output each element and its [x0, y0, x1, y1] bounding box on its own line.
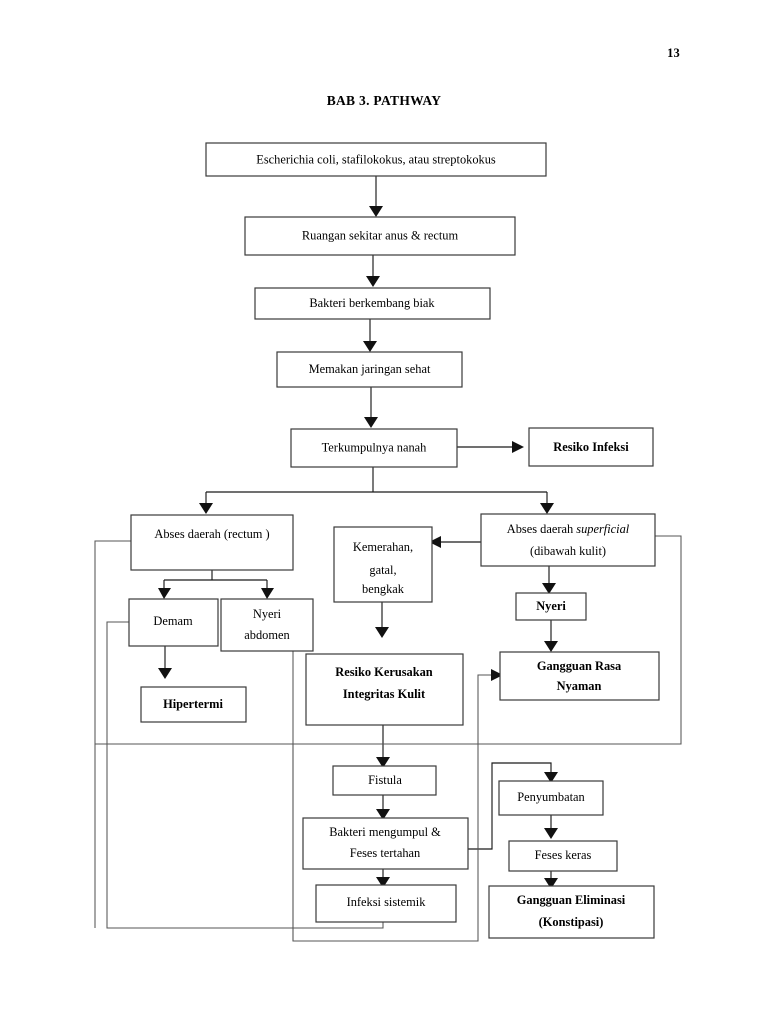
- node-label-line2: Feses tertahan: [350, 846, 421, 860]
- node-gangguan-eliminasi-konstipasi[interactable]: Gangguan Eliminasi (Konstipasi): [488, 885, 655, 939]
- edge-n20-n10-feedback: [106, 621, 384, 929]
- arrowhead-n2-n3: [366, 276, 380, 287]
- node-label-line1: Gangguan Eliminasi: [517, 893, 626, 907]
- node-label-line1: Resiko Kerusakan: [335, 665, 433, 679]
- arrowhead-n19-n21: [544, 878, 558, 889]
- node-label-line2: (Konstipasi): [539, 915, 604, 929]
- routing-frame-bottom: [94, 744, 294, 941]
- arrowhead-n18-n17: [544, 772, 558, 783]
- node-label-line1: Abses daerah superficial: [507, 522, 630, 536]
- node-label: Memakan jaringan sehat: [309, 362, 431, 376]
- arrowhead-n8-n12: [542, 583, 556, 594]
- node-label: Penyumbatan: [517, 790, 584, 804]
- node-resiko-kerusakan-integritas-kulit[interactable]: Resiko Kerusakan Integritas Kulit: [305, 653, 464, 726]
- node-abses-daerah-rectum[interactable]: Abses daerah (rectum ): [130, 514, 294, 571]
- node-label-italic: superficial: [576, 522, 630, 536]
- arrowhead-n5-n8: [540, 503, 554, 514]
- edge-n7-split: [163, 570, 268, 589]
- node-label: Escherichia coli, stafilokokus, atau str…: [256, 152, 496, 166]
- arrowhead-n7-n11: [261, 588, 274, 599]
- node-resiko-infeksi[interactable]: Resiko Infeksi: [528, 427, 654, 467]
- node-layer: Escherichia coli, stafilokokus, atau str…: [128, 142, 660, 939]
- node-feses-keras[interactable]: Feses keras: [508, 840, 618, 872]
- arrowhead-n1-n2: [369, 206, 383, 217]
- edge-n18-n17: [468, 762, 552, 850]
- node-label-line2: (dibawah kulit): [530, 544, 606, 558]
- arrowhead-n4-n5: [364, 417, 378, 428]
- node-terkumpulnya-nanah[interactable]: Terkumpulnya nanah: [290, 428, 458, 468]
- arrowhead-n18-n20: [376, 877, 390, 888]
- node-label: Demam: [153, 614, 193, 628]
- node-label-line2: abdomen: [244, 628, 289, 642]
- arrowhead-n10-n13: [158, 668, 172, 679]
- arrowhead-n16-n18: [376, 809, 390, 820]
- connector-layer: [94, 176, 682, 942]
- arrowhead-n5-n6: [512, 441, 524, 453]
- arrowhead-n5-n7: [199, 503, 213, 514]
- node-label-prefix: Abses daerah: [507, 522, 577, 536]
- node-penyumbatan[interactable]: Penyumbatan: [498, 780, 604, 816]
- node-bakteri-mengumpul-feses-tertahan[interactable]: Bakteri mengumpul & Feses tertahan: [302, 817, 469, 870]
- node-ruangan-sekitar-anus[interactable]: Ruangan sekitar anus & rectum: [244, 216, 516, 256]
- node-abses-daerah-superficial[interactable]: Abses daerah superficial (dibawah kulit): [480, 513, 656, 567]
- node-gangguan-rasa-nyaman[interactable]: Gangguan Rasa Nyaman: [499, 651, 660, 701]
- node-label: Fistula: [368, 773, 402, 787]
- node-label: Nyeri: [536, 599, 566, 613]
- node-label: Terkumpulnya nanah: [322, 440, 428, 454]
- edge-n5-split: [205, 467, 548, 504]
- arrowhead-n7-n10: [158, 588, 171, 599]
- node-label: Infeksi sistemik: [347, 895, 427, 909]
- node-label-line1: Kemerahan,: [353, 540, 413, 554]
- node-fistula[interactable]: Fistula: [332, 765, 437, 796]
- arrowhead-n9-n14: [375, 627, 389, 638]
- node-label-line2: gatal,: [369, 563, 396, 577]
- node-label: Resiko Infeksi: [553, 440, 629, 454]
- node-label-line2: Nyaman: [557, 679, 602, 693]
- arrowhead-n11-n15: [491, 669, 503, 681]
- node-label: Hipertermi: [163, 697, 223, 711]
- node-nyeri[interactable]: Nyeri: [515, 592, 587, 621]
- node-label-line1: Bakteri mengumpul &: [329, 825, 441, 839]
- page-title: BAB 3. PATHWAY: [326, 93, 442, 108]
- node-label: Feses keras: [535, 848, 592, 862]
- node-label-line3: bengkak: [362, 582, 405, 596]
- node-nyeri-abdomen[interactable]: Nyeri abdomen: [220, 598, 314, 652]
- node-label-line1: Gangguan Rasa: [537, 659, 621, 673]
- node-label-line1: Nyeri: [253, 607, 282, 621]
- arrowhead-n17-n19: [544, 828, 558, 839]
- node-memakan-jaringan-sehat[interactable]: Memakan jaringan sehat: [276, 351, 463, 388]
- arrowhead-n8-n9: [429, 536, 441, 548]
- node-label: Abses daerah (rectum ): [154, 527, 269, 541]
- arrowhead-n3-n4: [363, 341, 377, 352]
- page-number: 13: [667, 46, 680, 60]
- arrowhead-n12-n15: [544, 641, 558, 652]
- node-infeksi-sistemik[interactable]: Infeksi sistemik: [315, 884, 457, 923]
- node-label-line2: Integritas Kulit: [343, 687, 426, 701]
- node-demam[interactable]: Demam: [128, 598, 219, 647]
- node-hipertermi[interactable]: Hipertermi: [140, 686, 247, 723]
- node-label: Bakteri berkembang biak: [309, 296, 435, 310]
- node-escherichia-coli[interactable]: Escherichia coli, stafilokokus, atau str…: [205, 142, 547, 177]
- routing-frame-left-right: [94, 535, 682, 745]
- node-bakteri-berkembang-biak[interactable]: Bakteri berkembang biak: [254, 287, 491, 320]
- node-label: Ruangan sekitar anus & rectum: [302, 228, 459, 242]
- arrowhead-n14-n16: [376, 757, 390, 768]
- node-kemerahan-gatal-bengkak[interactable]: Kemerahan, gatal, bengkak: [333, 526, 433, 603]
